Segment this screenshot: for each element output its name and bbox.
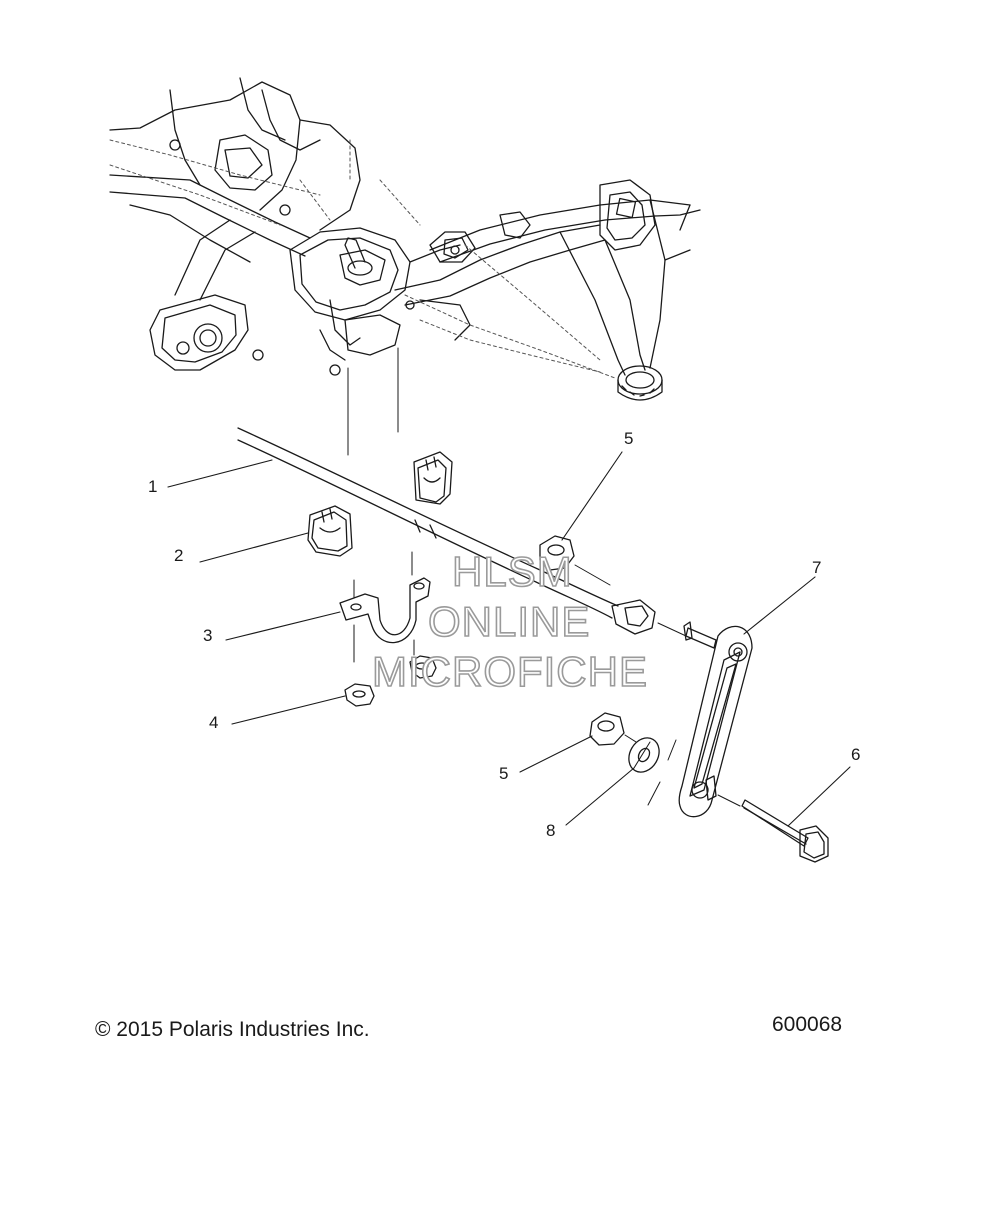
callout-8: 8 bbox=[546, 821, 556, 840]
callout-5-upper: 5 bbox=[624, 429, 634, 448]
callout-7: 7 bbox=[812, 558, 822, 577]
copyright-notice: © 2015 Polaris Industries Inc. bbox=[95, 1018, 370, 1041]
bushing-upper bbox=[413, 451, 453, 505]
washer bbox=[628, 737, 660, 773]
callout-3: 3 bbox=[203, 626, 213, 645]
stabilizer-bar bbox=[237, 427, 656, 635]
watermark-line-2: ONLINE bbox=[427, 597, 591, 646]
callout-6: 6 bbox=[851, 745, 861, 764]
clamp-bracket bbox=[339, 577, 431, 644]
stabilizer-link bbox=[678, 621, 753, 818]
callout-4: 4 bbox=[209, 713, 219, 732]
hex-bolt bbox=[741, 799, 829, 863]
flange-nut-left bbox=[344, 683, 375, 707]
frame-hidden-lines bbox=[109, 139, 616, 379]
assembly-lines bbox=[347, 347, 741, 807]
watermark-line-3: MICROFICHE bbox=[371, 647, 648, 696]
callout-2: 2 bbox=[174, 546, 184, 565]
watermark-line-1: HLSM bbox=[451, 547, 573, 596]
leader-lines bbox=[167, 451, 851, 827]
hex-nut-upper bbox=[539, 535, 575, 571]
chassis-frame bbox=[109, 77, 701, 401]
hex-nut-lower bbox=[589, 712, 625, 746]
flange-nut-right bbox=[409, 655, 437, 679]
callout-5-lower: 5 bbox=[499, 764, 509, 783]
bushing-lower bbox=[307, 505, 353, 557]
callout-1: 1 bbox=[148, 477, 158, 496]
diagram-number: 600068 bbox=[772, 1013, 843, 1036]
